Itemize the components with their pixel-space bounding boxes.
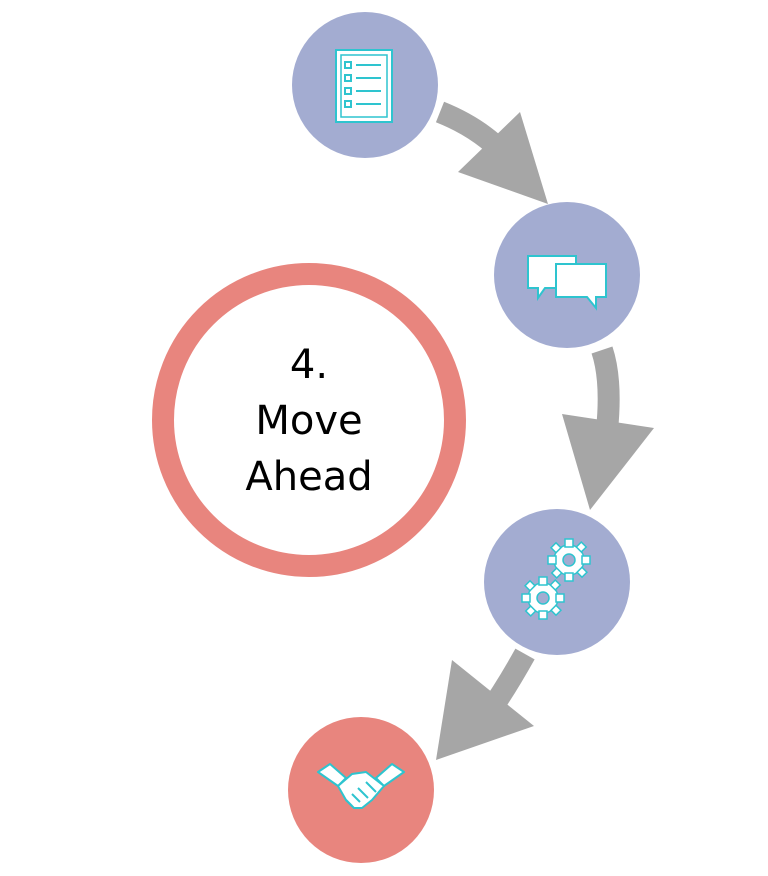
chat-bubbles-icon [527,255,607,311]
step-4[interactable] [288,717,434,863]
handshake-icon [317,763,405,809]
arrow-3-to-4 [436,648,535,760]
arrow-1-to-2 [435,101,548,204]
step-3[interactable] [484,509,630,655]
gears-icon [521,538,591,620]
step-2[interactable] [494,202,640,348]
current-step-ring [152,263,466,577]
checklist-icon [335,49,393,123]
step-1[interactable] [292,12,438,158]
arrow-2-to-3 [562,346,654,510]
flow-arrows [435,101,654,760]
